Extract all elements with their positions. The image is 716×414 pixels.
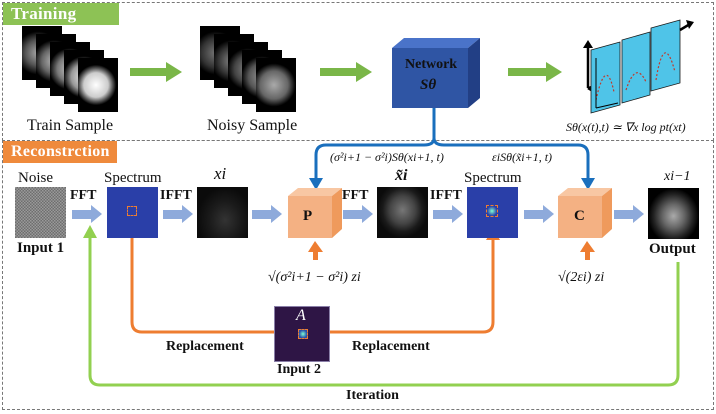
- c-block: [558, 188, 612, 238]
- network-symbol: Sθ: [420, 77, 437, 93]
- replacement-label-right: Replacement: [352, 339, 430, 354]
- input2-label: Input 2: [277, 362, 321, 377]
- spectrum-image-1: [107, 187, 158, 238]
- spectrum-2-roi: [486, 205, 498, 217]
- iteration-arrowhead: [83, 225, 97, 238]
- reconstruction-tag: Reconstrction: [3, 141, 117, 163]
- green-arrow-1: [130, 62, 182, 82]
- train-sample-label: Train Sample: [27, 117, 114, 134]
- xi-tilde-image: [377, 187, 428, 238]
- score-illustration: [583, 19, 694, 114]
- spectrum-image-2: [467, 187, 518, 238]
- spectrum-1-roi: [127, 206, 137, 216]
- arrowhead-to-p: [309, 178, 323, 190]
- xi-image: [197, 187, 248, 238]
- c-noise-arrow: [580, 241, 595, 260]
- noisy-sample-label: Noisy Sample: [207, 117, 298, 134]
- noise-image: [15, 187, 66, 238]
- output-label: Output: [649, 241, 696, 257]
- ifft-label-2: IFFT: [430, 188, 462, 203]
- xi-tilde-label: x̃i: [395, 167, 408, 184]
- flow-arrows: [72, 205, 644, 223]
- c-block-label: C: [574, 208, 585, 224]
- network-label: Network: [405, 57, 458, 72]
- input1-label: Input 1: [17, 240, 65, 256]
- network-block: [392, 38, 480, 108]
- c-score-term: εiSθ(x̃i+1, t): [492, 150, 553, 164]
- iteration-loop: [88, 235, 680, 387]
- xi-label: xi: [214, 164, 227, 183]
- p-block-label: P: [303, 208, 313, 224]
- reconstruction-panel: [2, 140, 714, 410]
- fft-label-2: FFT: [342, 188, 369, 203]
- replacement-label-left: Replacement: [166, 339, 244, 354]
- spectrum-label-2: Spectrum: [464, 170, 522, 186]
- ifft-label-1: IFFT: [160, 188, 192, 203]
- output-var-label: xi−1: [664, 169, 691, 184]
- p-noise-term: √(σ²i+1 − σ²i) zi: [268, 270, 361, 285]
- noise-label: Noise: [18, 170, 53, 186]
- c-noise-term: √(2εi) zi: [558, 270, 605, 285]
- p-block: [288, 188, 342, 238]
- output-image: [648, 188, 699, 239]
- input2-symbol: A: [296, 307, 306, 324]
- training-tag: Training: [3, 3, 119, 25]
- input2-image: [274, 306, 330, 362]
- fft-label-1: FFT: [70, 188, 97, 203]
- spectrum-label-1: Spectrum: [104, 170, 162, 186]
- green-arrow-2: [320, 62, 372, 82]
- input2-roi: [298, 329, 308, 339]
- green-arrow-3: [508, 62, 562, 82]
- arrowhead-to-c: [581, 178, 595, 190]
- iteration-label: Iteration: [346, 388, 399, 403]
- score-equation: Sθ(x(t),t) ≃ ∇x log pt(xt): [566, 120, 686, 134]
- network-feedback-line: [314, 108, 590, 180]
- p-noise-arrow: [308, 241, 323, 260]
- p-score-term: (σ²i+1 − σ²i)Sθ(xi+1, t): [330, 150, 444, 164]
